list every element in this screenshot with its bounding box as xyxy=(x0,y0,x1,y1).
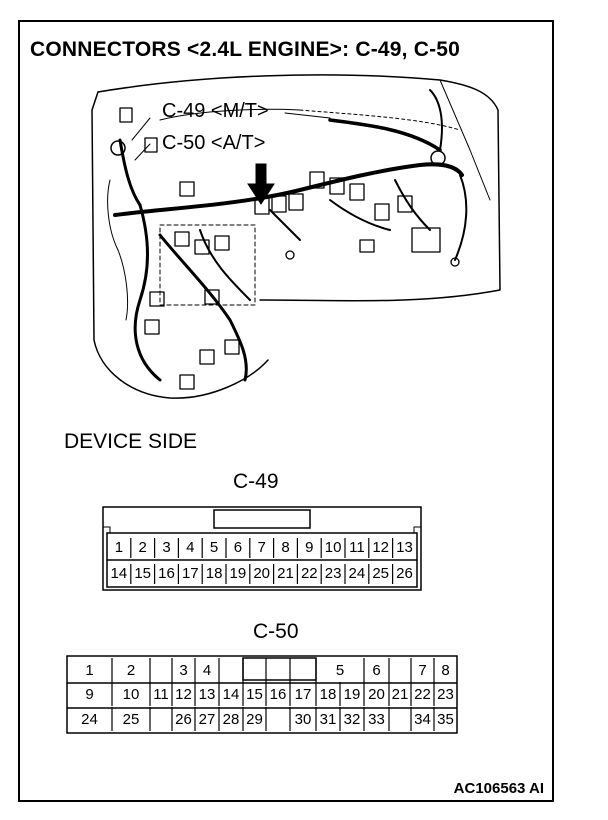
c50-pin xyxy=(219,660,243,682)
c50-pin: 11 xyxy=(153,686,169,703)
c49-pin: 21 xyxy=(277,565,294,582)
c50-pin: 27 xyxy=(198,711,216,728)
c49-pin: 2 xyxy=(138,539,147,556)
c50-pin xyxy=(389,660,411,682)
c50-pin: 26 xyxy=(175,711,192,728)
c49-pin: 1 xyxy=(114,539,124,556)
c50-pin: 35 xyxy=(437,711,454,728)
figure-id: AC106563 AI xyxy=(453,780,544,797)
c50-pin xyxy=(150,660,172,682)
c49-pin: 11 xyxy=(349,539,365,556)
c50-pin xyxy=(290,660,316,682)
c49-pin: 13 xyxy=(396,539,413,556)
c50-pin: 30 xyxy=(294,711,312,728)
c50-pin: 15 xyxy=(246,686,263,703)
pointer-arrow xyxy=(247,163,275,205)
c50-pin xyxy=(266,709,290,731)
c50-pin: 7 xyxy=(418,662,427,679)
c50-pin: 8 xyxy=(441,662,450,679)
c50-pin: 6 xyxy=(372,662,381,679)
c50-pin: 21 xyxy=(391,686,409,703)
c50-pin: 29 xyxy=(246,711,263,728)
c50-pin: 19 xyxy=(343,686,361,703)
c50-pin: 28 xyxy=(222,711,240,728)
c49-pin: 23 xyxy=(324,565,342,582)
c49-pin: 14 xyxy=(110,565,128,582)
c50-pin xyxy=(266,660,290,682)
page-title: CONNECTORS <2.4L ENGINE>: C-49, C-50 xyxy=(30,38,461,61)
c49-pin: 5 xyxy=(209,539,219,556)
c50-pin: 4 xyxy=(202,662,212,679)
c50-pin: 2 xyxy=(126,662,136,679)
c49-pin: 6 xyxy=(233,539,243,556)
c49-pin: 18 xyxy=(205,565,223,582)
c50-pin: 18 xyxy=(319,686,337,703)
c50-pin xyxy=(389,709,411,731)
c50-pin: 23 xyxy=(437,686,454,703)
c50-pin: 17 xyxy=(294,686,312,703)
c50-pin: 33 xyxy=(368,711,385,728)
engine-harness-illustration xyxy=(91,74,501,399)
c49-pin: 20 xyxy=(253,565,271,582)
c49-pin: 8 xyxy=(281,539,290,556)
c50-pin: 20 xyxy=(368,686,385,703)
c50-pin: 31 xyxy=(319,711,337,728)
c50-pin: 24 xyxy=(81,711,98,728)
c49-pin: 22 xyxy=(300,565,318,582)
c50-pin: 16 xyxy=(269,686,287,703)
c50-pin: 10 xyxy=(122,686,140,703)
c49-pin: 17 xyxy=(181,565,199,582)
c50-pin: 32 xyxy=(343,711,361,728)
c50-pin: 5 xyxy=(335,662,345,679)
c50-pin: 25 xyxy=(122,711,140,728)
diagram-frame xyxy=(18,20,554,802)
c50-pin: 9 xyxy=(85,686,94,703)
callout-c49: C-49 <M/T> xyxy=(162,100,269,122)
c49-pin: 9 xyxy=(305,539,314,556)
c50-label: C-50 xyxy=(253,620,299,643)
c50-pin: 13 xyxy=(198,686,216,703)
c49-pin: 25 xyxy=(372,565,390,582)
c49-pin: 7 xyxy=(257,539,266,556)
device-side-label: DEVICE SIDE xyxy=(64,430,198,453)
c49-pin: 10 xyxy=(324,539,342,556)
c49-pin: 26 xyxy=(396,565,413,582)
c50-pin: 34 xyxy=(414,711,431,728)
c50-pin xyxy=(243,660,266,682)
c49-pin: 15 xyxy=(134,565,152,582)
c49-pin: 3 xyxy=(162,539,171,556)
c50-pin: 12 xyxy=(175,686,192,703)
c49-pin: 12 xyxy=(372,539,390,556)
c50-pin: 14 xyxy=(222,686,240,703)
c49-pin: 19 xyxy=(229,565,247,582)
c50-pin: 1 xyxy=(85,662,94,679)
c49-label: C-49 xyxy=(233,470,279,493)
c49-pin: 4 xyxy=(186,539,195,556)
c49-pin: 24 xyxy=(348,565,366,582)
c50-pin: 3 xyxy=(179,662,188,679)
c50-pin xyxy=(150,709,172,731)
callout-c50: C-50 <A/T> xyxy=(162,132,266,154)
c50-pin: 22 xyxy=(414,686,431,703)
c49-pin: 16 xyxy=(158,565,175,582)
